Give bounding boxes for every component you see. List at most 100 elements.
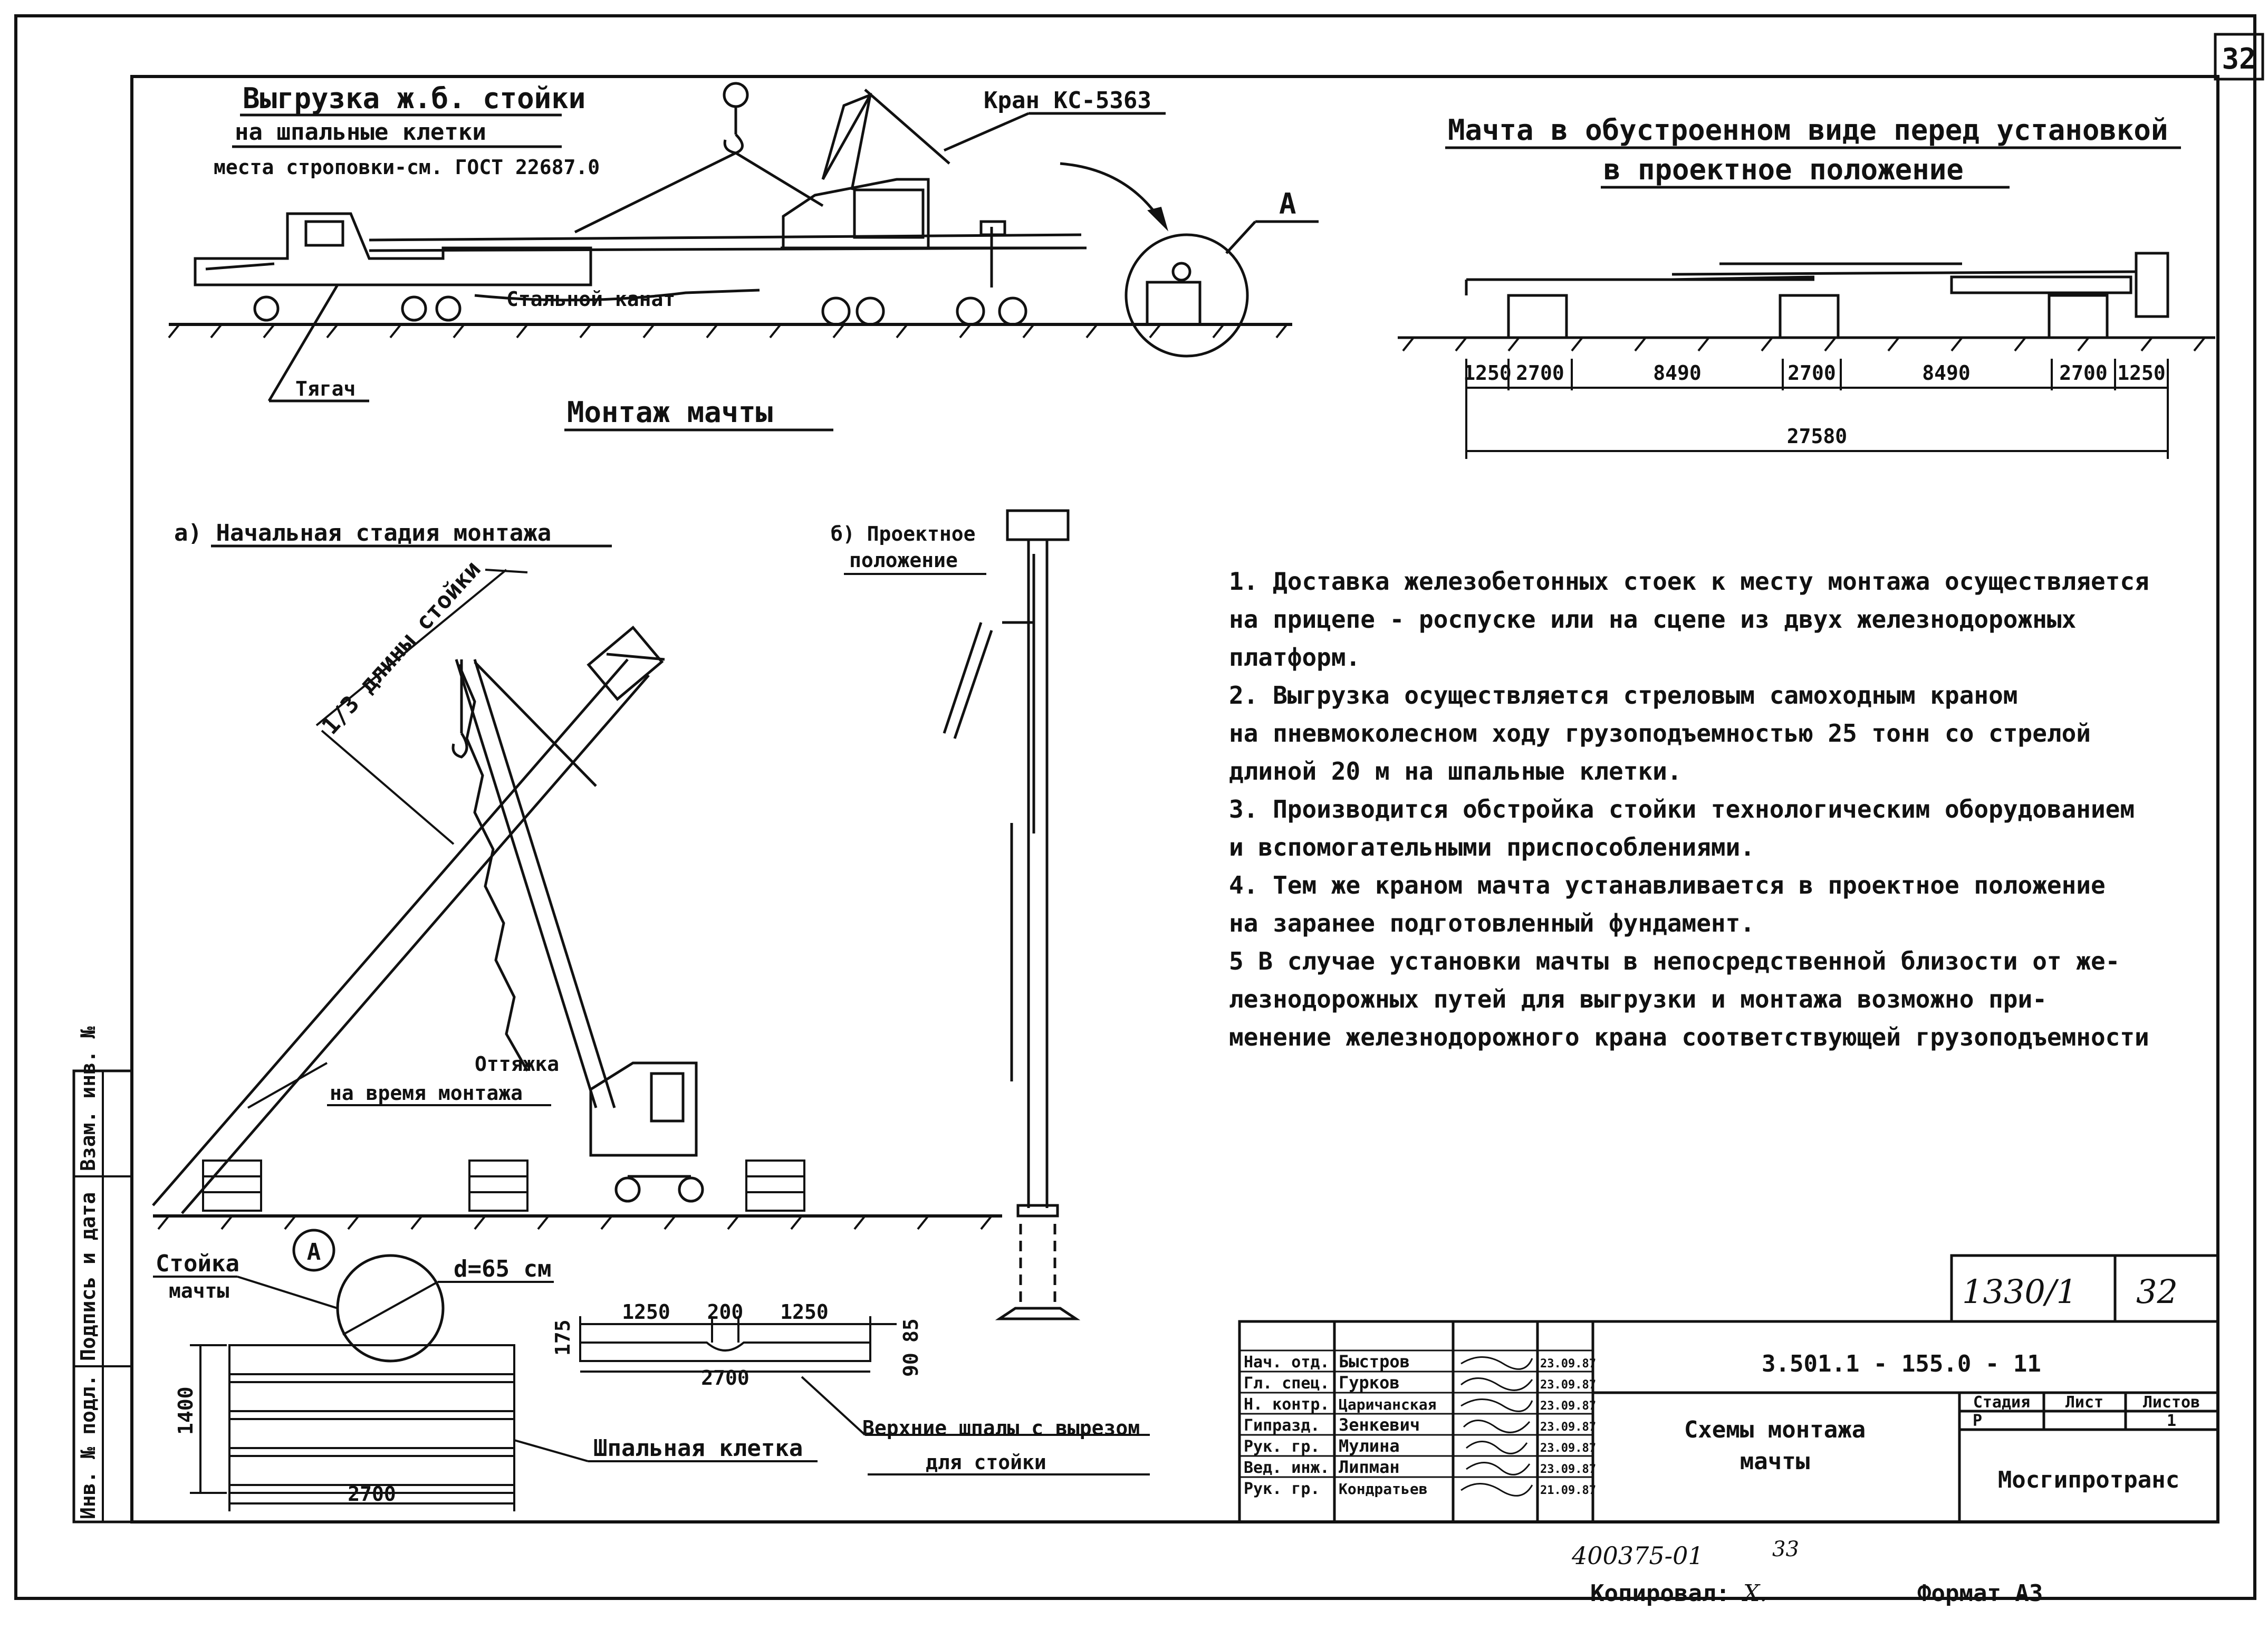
stamp-inv-number: Инв. № подл. xyxy=(76,1374,100,1519)
tb-code: 3.501.1 - 155.0 - 11 xyxy=(1762,1350,2041,1377)
sleeper-label-1: Верхние шпалы с вырезом xyxy=(862,1416,1140,1440)
ground-hatch xyxy=(168,323,1288,339)
detail-a: А Стойка мачты d=65 см 1400 2700 xyxy=(153,1229,818,1511)
mast-dim-4: 2700 xyxy=(1788,361,1836,385)
mast-dim-3: 8490 xyxy=(1653,361,1702,385)
sleeper-dim-mid: 200 xyxy=(707,1300,744,1324)
mast-dim-2: 2700 xyxy=(1516,361,1564,385)
callout-a xyxy=(1060,162,1319,358)
copied-by-label: Копировал: xyxy=(1590,1580,1730,1607)
sleeper-dim-right: 1250 xyxy=(780,1300,829,1324)
unloading-scene: Выгрузка ж.б. стойки на шпальные клетки … xyxy=(168,82,1319,432)
crane-body xyxy=(589,1061,704,1203)
tb-name-1: Быстров xyxy=(1339,1352,1410,1372)
post-label-1: Стойка xyxy=(156,1250,239,1277)
copied-by-signature: Х. xyxy=(1742,1580,1767,1607)
page-number-box xyxy=(2214,33,2264,81)
stage-b-title-1: б) Проектное xyxy=(831,522,976,545)
archive-number: 400375-01 xyxy=(1571,1541,1704,1570)
vertical-mast xyxy=(943,509,1081,1320)
tb-sheet-header: Лист xyxy=(2065,1393,2103,1412)
note-line-8: и вспомогательными приспособлениями. xyxy=(1229,833,1755,861)
mast-dim-6: 2700 xyxy=(2059,361,2108,385)
tb-sheets-value: 1 xyxy=(2167,1412,2176,1430)
title-block: Нач. отд. Быстров 23.09.87 Гл. спец. Гур… xyxy=(1238,1254,2219,1523)
sleeper-dim-h3: 90 xyxy=(899,1353,922,1377)
tb-date-3: 23.09.87 xyxy=(1540,1400,1596,1413)
sleeper-dim-total: 2700 xyxy=(701,1366,749,1390)
sling-note: места строповки-см. ГОСТ 22687.0 xyxy=(214,156,600,179)
tb-date-1: 23.09.87 xyxy=(1540,1357,1596,1371)
note-line-3: платформ. xyxy=(1229,643,1360,672)
note-line-6: длиной 20 м на шпальные клетки. xyxy=(1229,757,1682,785)
notes-block: 1. Доставка железобетонных стоек к месту… xyxy=(1229,567,2149,1051)
crane-boom xyxy=(451,659,616,1108)
tb-date-4: 23.09.87 xyxy=(1540,1421,1596,1434)
sleeper-crib xyxy=(202,1160,805,1212)
tb-name-5: Мулина xyxy=(1339,1436,1400,1456)
tb-role-2: Гл. спец. xyxy=(1244,1374,1330,1393)
side-stamp: Инв. № подл. Подпись и дата Взам. инв. № xyxy=(72,1026,133,1523)
mast-dim-1: 1250 xyxy=(1463,361,1512,385)
note-line-7: 3. Производится обстройка стойки техноло… xyxy=(1229,795,2135,823)
mast-dim-total: 27580 xyxy=(1787,425,1847,448)
diameter-label: d=65 см xyxy=(454,1256,551,1282)
tb-role-4: Гипразд. xyxy=(1244,1416,1320,1435)
mast-view-title-1: Мачта в обустроенном виде перед установк… xyxy=(1448,113,2168,147)
note-line-1: 1. Доставка железобетонных стоек к месту… xyxy=(1229,567,2149,596)
tb-date-5: 23.09.87 xyxy=(1540,1442,1596,1455)
stamp-replaced-inv: Взам. инв. № xyxy=(76,1026,100,1171)
guy-label-1: Оттяжка xyxy=(475,1052,559,1076)
stage-a-title: а) Начальная стадия монтажа xyxy=(174,520,551,547)
note-line-9: 4. Тем же краном мачта устанавливается в… xyxy=(1229,871,2106,899)
format-label: Формат А3 xyxy=(1917,1580,2043,1607)
tb-organization: Мосгипротранс xyxy=(1998,1467,2179,1493)
unloading-title-1: Выгрузка ж.б. стойки xyxy=(243,82,585,115)
note-line-11: 5 В случае установки мачты в непосредств… xyxy=(1229,947,2120,975)
callout-a-letter: А xyxy=(1279,187,1296,221)
note-line-4: 2. Выгрузка осуществляется стреловым сам… xyxy=(1229,681,2018,710)
sleeper-label-2: для стойки xyxy=(926,1451,1046,1474)
tb-name-7: Кондратьев xyxy=(1339,1480,1428,1498)
tb-name-6: Липман xyxy=(1339,1457,1400,1477)
stage-b-title-2: положение xyxy=(849,549,958,572)
stamp-signature-date: Подпись и дата xyxy=(76,1192,100,1361)
crane-unloading xyxy=(781,89,1166,326)
signatures xyxy=(1460,1356,1533,1497)
unloading-title-2: на шпальные клетки xyxy=(235,119,486,146)
mast-dim-5: 8490 xyxy=(1922,361,1971,385)
hook-icon xyxy=(574,82,824,234)
tb-name-4: Зенкевич xyxy=(1339,1415,1420,1435)
sleeper-dim-left: 1250 xyxy=(622,1300,670,1324)
tb-sheets-header: Листов xyxy=(2143,1393,2200,1412)
detail-a-letter: А xyxy=(307,1239,321,1266)
tb-stage-header: Стадия xyxy=(1973,1393,2030,1412)
crib-plan xyxy=(190,1344,818,1511)
crib-label: Шпальная клетка xyxy=(593,1435,803,1462)
tb-title-2: мачты xyxy=(1740,1448,1810,1475)
guy-label-2: на время монтажа xyxy=(330,1081,523,1105)
note-line-12: лезнодорожных путей для выгрузки и монта… xyxy=(1229,985,2047,1013)
crib-height: 1400 xyxy=(174,1386,197,1435)
tb-date-6: 23.09.87 xyxy=(1540,1463,1596,1476)
inner-frame xyxy=(130,75,2219,1523)
tractor-label: Тягач xyxy=(295,377,355,400)
tb-role-7: Рук. гр. xyxy=(1244,1480,1320,1498)
tb-name-2: Гурков xyxy=(1339,1373,1400,1393)
tb-sheet-no: 32 xyxy=(2136,1272,2178,1311)
mast-elevation: Мачта в обустроенном виде перед установк… xyxy=(1398,113,2215,459)
tb-date-7: 21.09.87 xyxy=(1540,1484,1596,1497)
mast-dim-7: 1250 xyxy=(2117,361,2166,385)
cable-label: Стальной канат xyxy=(506,288,675,311)
tb-role-1: Нач. отд. xyxy=(1244,1353,1330,1372)
sleeper-detail: 1250 200 1250 2700 175 85 90 Верхние шпа… xyxy=(551,1300,1150,1475)
mast-view-title-2: в проектное положение xyxy=(1603,153,1964,186)
post-label-2: мачты xyxy=(169,1279,229,1302)
note-line-5: на пневмоколесном ходу грузоподъемностью… xyxy=(1229,719,2091,748)
outer-frame xyxy=(14,14,2256,1600)
stage-b: б) Проектное положение xyxy=(831,509,1081,1320)
note-line-2: на прицепе - роспуске или на сцепе из дв… xyxy=(1229,605,2076,634)
sleeper-dim-h2: 85 xyxy=(899,1318,922,1343)
tb-handwritten-number: 1330/1 xyxy=(1962,1272,2077,1311)
